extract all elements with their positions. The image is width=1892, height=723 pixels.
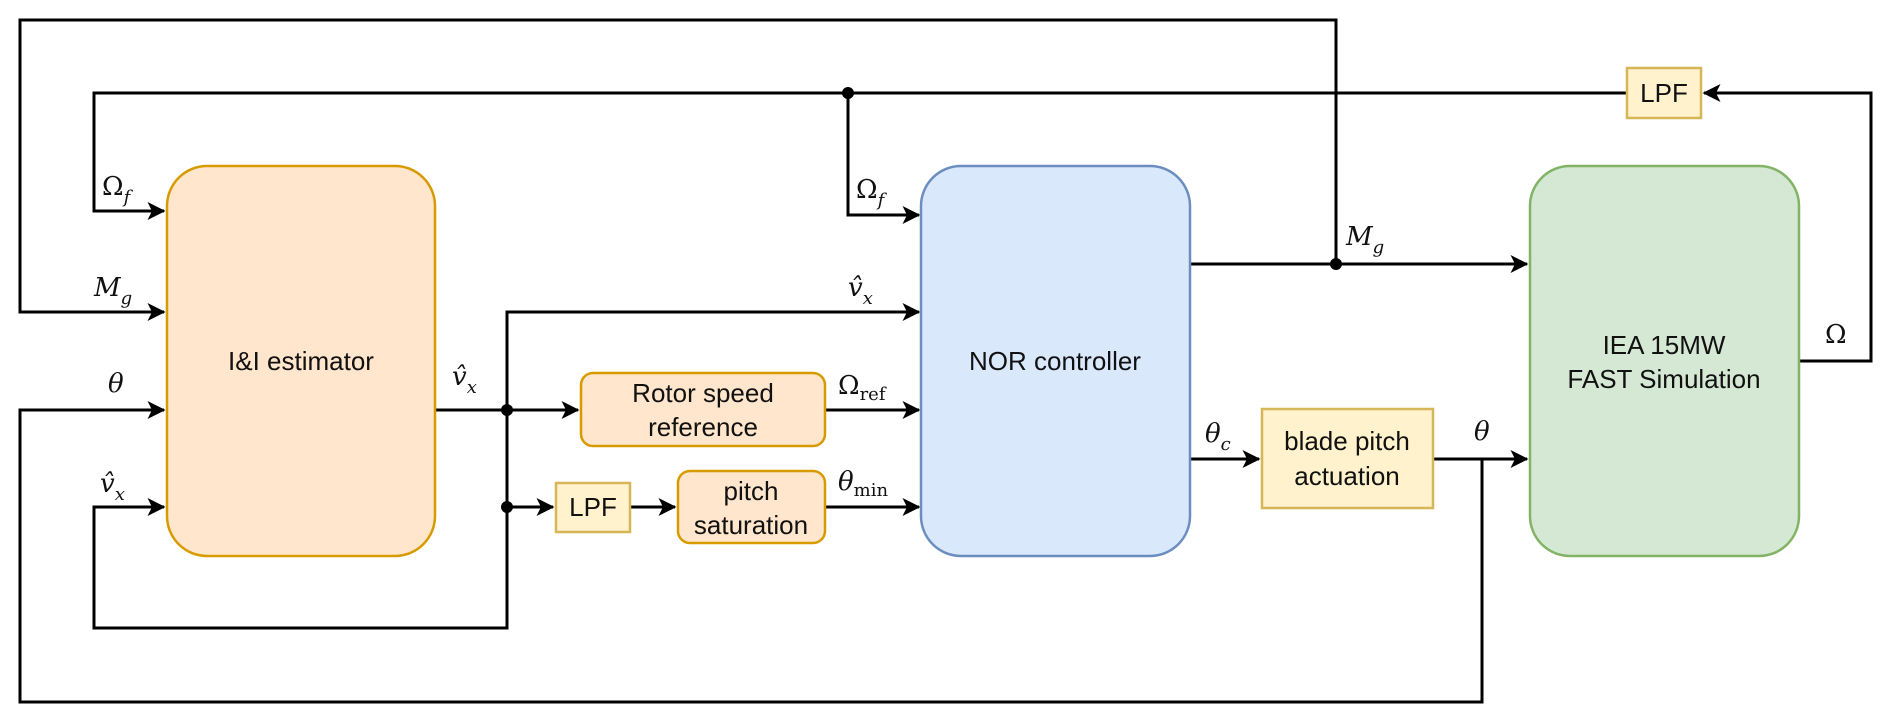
rotor-ref-line1: Rotor speed: [632, 378, 774, 408]
pitch-sat-line2: saturation: [694, 510, 808, 540]
pitch-saturation-block[interactable]: pitch saturation: [676, 469, 827, 545]
wire-theta-feedback: [18, 401, 1484, 704]
wire-omega-to-lpf: [1702, 84, 1873, 363]
plant-label-line1: IEA 15MW: [1603, 330, 1726, 360]
label-omega-ref: Ωref: [838, 371, 887, 405]
label-theta-min: θmin: [838, 467, 888, 501]
controller-block[interactable]: NOR controller: [919, 164, 1192, 558]
plant-label-line2: FAST Simulation: [1567, 364, 1760, 394]
junction-dot: [842, 87, 854, 99]
label-omega-f-estimator: Ωf: [102, 172, 134, 208]
wire-vhat-feedback: [92, 498, 509, 630]
lpf-top-block[interactable]: LPF: [1625, 66, 1703, 120]
label-theta-estimator: θ: [108, 369, 124, 399]
actuation-line1: blade pitch: [1284, 426, 1410, 456]
junction-dot: [501, 404, 513, 416]
wire-vhat-to-lpf: [505, 410, 555, 516]
wire-vhat-to-controller: [505, 303, 921, 410]
label-vhat-estimator-out: v̂x: [452, 362, 477, 398]
label-mg-controller: Mg: [1345, 222, 1384, 258]
actuation-line2: actuation: [1294, 461, 1400, 491]
rotor-ref-line2: reference: [648, 412, 758, 442]
label-vhat-controller: v̂x: [848, 273, 873, 309]
blade-pitch-actuation-block[interactable]: blade pitch actuation: [1260, 407, 1435, 510]
wire-mg-feedback: [18, 18, 1338, 321]
controller-label: NOR controller: [969, 346, 1141, 376]
lpf-mid-block[interactable]: LPF: [554, 481, 632, 534]
junction-dot: [1330, 258, 1342, 270]
wire-omega-f-to-estimator: [92, 91, 1627, 220]
label-theta-plant: θ: [1474, 417, 1490, 447]
label-mg-estimator: Mg: [93, 273, 132, 309]
rotor-speed-reference-block[interactable]: Rotor speed reference: [579, 371, 827, 448]
lpf-mid-label: LPF: [569, 492, 617, 522]
wire-omega-f-to-controller: [846, 93, 921, 224]
junction-dot: [501, 501, 513, 513]
pitch-sat-line1: pitch: [724, 476, 779, 506]
label-omega-plant: Ω: [1825, 320, 1847, 350]
estimator-block[interactable]: I&I estimator: [165, 164, 437, 558]
label-omega-f-controller: Ωf: [856, 175, 888, 211]
label-theta-c: θc: [1205, 419, 1231, 455]
plant-block[interactable]: IEA 15MW FAST Simulation: [1528, 164, 1801, 558]
label-vhat-estimator: v̂x: [100, 469, 125, 505]
lpf-top-label: LPF: [1640, 78, 1688, 108]
estimator-label: I&I estimator: [228, 346, 374, 376]
